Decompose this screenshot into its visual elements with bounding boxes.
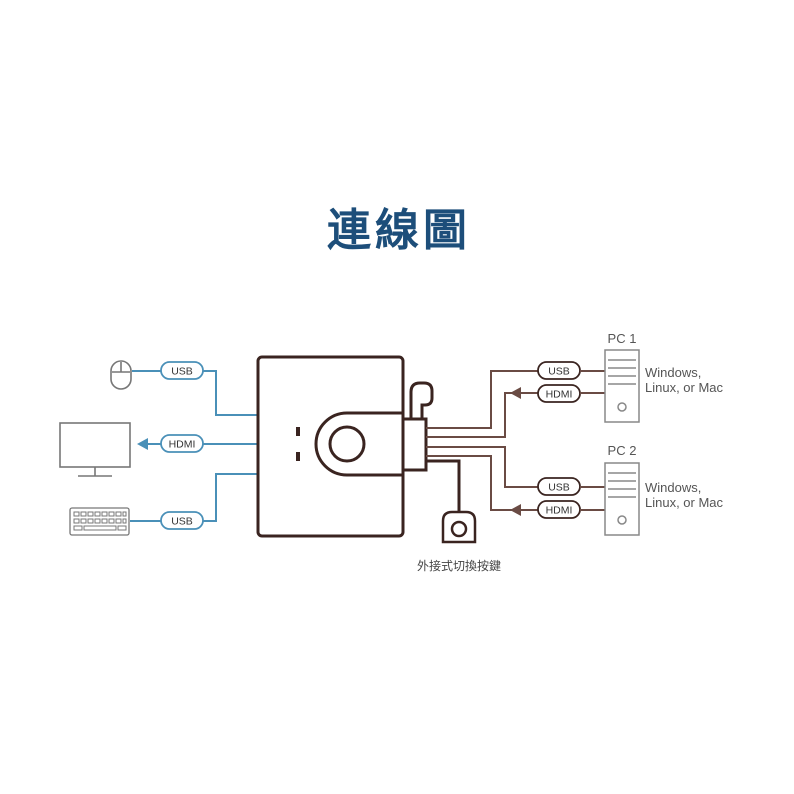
monitor-icon (59, 422, 131, 477)
keyboard-icon (69, 507, 130, 536)
page-title: 連線圖 (327, 205, 471, 256)
pc2-os-line1: Windows, (645, 480, 701, 495)
mouse-cable-to-kvm (203, 370, 258, 416)
pc1-usb-cable (426, 370, 538, 429)
arrow-left-icon (137, 438, 148, 450)
hdmi-port-label-monitor: HDMI (160, 434, 204, 453)
pc2-hdmi-cable (426, 455, 520, 511)
hook-cable (409, 381, 434, 419)
hdmi-port-label-pc1: HDMI (537, 384, 581, 403)
pc1-tower-icon (604, 349, 640, 423)
keyboard-cable-to-kvm (203, 473, 258, 522)
usb-label-pc1: USB (548, 366, 570, 378)
pc2-usb-cable (426, 446, 538, 488)
switch-button[interactable] (328, 425, 366, 463)
usb-port-label-pc2: USB (537, 477, 581, 496)
led-2-icon (296, 452, 300, 461)
pc1-os-line1: Windows, (645, 365, 701, 380)
pc1-label: PC 1 (608, 331, 637, 346)
pc1-os-line2: Linux, or Mac (645, 380, 724, 395)
usb-label-pc2: USB (548, 482, 570, 494)
usb-port-label-keyboard: USB (160, 511, 204, 530)
arrow-left-icon (510, 387, 521, 399)
hdmi-label-monitor: HDMI (169, 439, 196, 451)
hdmi-label-pc1: HDMI (546, 389, 573, 401)
usb-port-label-pc1: USB (537, 361, 581, 380)
usb-label-mouse: USB (171, 366, 193, 378)
pc2-os-line2: Linux, or Mac (645, 495, 724, 510)
led-1-icon (296, 427, 300, 436)
usb-label-keyboard: USB (171, 516, 193, 528)
pc2-label: PC 2 (608, 443, 637, 458)
external-switch-button[interactable] (441, 510, 477, 544)
external-button-caption: 外接式切換按鍵 (417, 558, 501, 573)
mouse-icon (110, 360, 132, 390)
hdmi-label-pc2: HDMI (546, 505, 573, 517)
arrow-left-icon (510, 504, 521, 516)
usb-port-label-mouse: USB (160, 361, 204, 380)
pc2-tower-icon (604, 462, 640, 536)
hdmi-port-label-pc2: HDMI (537, 500, 581, 519)
external-button-cable (426, 459, 461, 512)
pc1-hdmi-cable (426, 392, 520, 438)
kvm-switch-device (256, 355, 428, 538)
